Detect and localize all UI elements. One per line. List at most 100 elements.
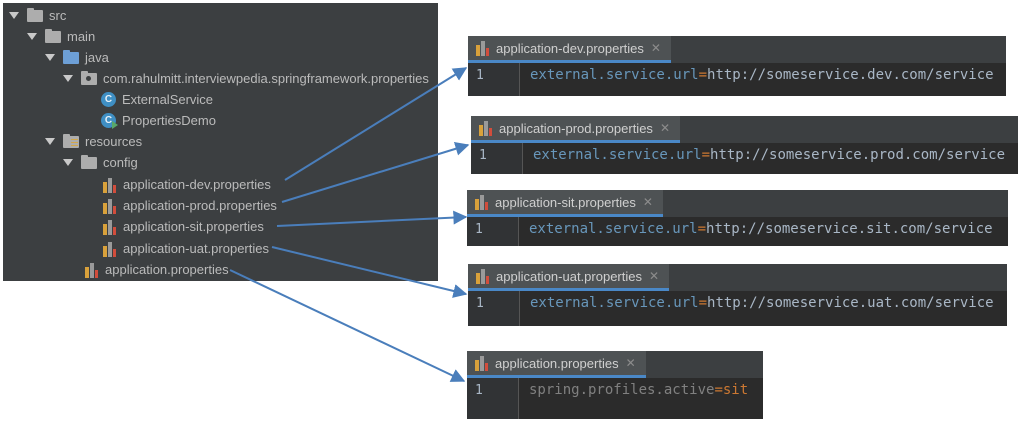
property-equals: =: [698, 295, 708, 311]
tree-label-config: config: [103, 155, 138, 170]
tree-node-package[interactable]: com.rahulmitt.interviewpedia.springframe…: [3, 68, 438, 89]
property-equals: =: [701, 147, 711, 163]
properties-file-icon: [103, 198, 117, 214]
expand-arrow-icon[interactable]: [45, 138, 55, 145]
editor-tab-bar: application-sit.properties ✕: [467, 190, 1008, 217]
editor-application-sit: application-sit.properties ✕ 1 external.…: [467, 190, 1008, 246]
tree-label-main: main: [67, 29, 96, 44]
property-key: external.service.url: [533, 147, 702, 163]
tab-label: application-dev.properties: [496, 40, 644, 56]
expand-arrow-icon[interactable]: [9, 12, 19, 19]
tree-label-resources: resources: [85, 134, 143, 149]
close-icon[interactable]: ✕: [625, 356, 636, 370]
properties-file-icon: [479, 120, 493, 136]
code-line[interactable]: external.service.url=http://someservice.…: [529, 221, 993, 237]
tree-node-src[interactable]: src: [3, 5, 438, 26]
property-value: sit: [722, 382, 749, 398]
package-folder-icon: [81, 70, 97, 85]
properties-file-icon: [103, 177, 117, 193]
arrow-uat-connector: [271, 246, 468, 298]
tab-label: application.properties: [495, 355, 619, 371]
properties-file-icon: [103, 219, 117, 235]
expand-arrow-icon[interactable]: [63, 159, 73, 166]
tree-label-application-sit: application-sit.properties: [123, 219, 264, 234]
property-key: external.service.url: [529, 221, 698, 237]
property-key: external.service.url: [530, 67, 699, 83]
property-key: spring.profiles.active: [529, 382, 715, 398]
close-icon[interactable]: ✕: [642, 195, 653, 209]
line-gutter: [468, 291, 520, 326]
editor-application-uat: application-uat.properties ✕ 1 external.…: [468, 264, 1007, 326]
folder-icon: [81, 154, 97, 169]
editor-tab-bar: application.properties ✕: [467, 351, 763, 378]
folder-icon: [45, 28, 61, 43]
tab-label: application-sit.properties: [495, 194, 636, 210]
tree-node-application[interactable]: application.properties: [3, 259, 438, 280]
tree-label-src: src: [49, 8, 67, 23]
line-gutter: [467, 378, 519, 419]
tree-node-java[interactable]: java: [3, 47, 438, 68]
editor-tab-bar: application-uat.properties ✕: [468, 264, 1007, 291]
line-number: 1: [479, 148, 487, 163]
tree-node-application-sit[interactable]: application-sit.properties: [3, 216, 438, 237]
tree-label-properties-demo: PropertiesDemo: [122, 113, 216, 128]
property-equals: =: [714, 382, 723, 398]
properties-file-icon: [103, 241, 117, 257]
properties-file-icon: [85, 262, 99, 278]
code-line[interactable]: external.service.url=http://someservice.…: [530, 295, 994, 311]
tree-label-package: com.rahulmitt.interviewpedia.springframe…: [103, 71, 429, 86]
source-folder-icon: [63, 49, 79, 64]
property-key: external.service.url: [530, 295, 699, 311]
editor-tab-application-prod[interactable]: application-prod.properties ✕: [471, 116, 680, 143]
property-value: http://someservice.prod.com/service: [710, 147, 1006, 163]
editor-tab-application-uat[interactable]: application-uat.properties ✕: [468, 264, 670, 291]
editor-tab-application-sit[interactable]: application-sit.properties ✕: [467, 190, 663, 217]
runnable-class-icon: C: [101, 113, 118, 129]
property-equals: =: [697, 221, 707, 237]
arrow-sit-connector: [276, 210, 468, 227]
properties-file-icon: [476, 268, 490, 284]
editor-tab-application[interactable]: application.properties ✕: [467, 351, 646, 378]
property-value: http://someservice.uat.com/service: [707, 295, 994, 311]
code-line[interactable]: external.service.url=http://someservice.…: [530, 67, 994, 83]
line-gutter: [467, 217, 519, 246]
properties-file-icon: [475, 355, 489, 371]
editor-tab-bar: application-dev.properties ✕: [468, 36, 1006, 63]
folder-icon: [27, 7, 43, 22]
tree-node-properties-demo[interactable]: C PropertiesDemo: [3, 110, 438, 131]
tree-node-external-service[interactable]: C ExternalService: [3, 89, 438, 110]
java-class-icon: C: [101, 92, 116, 107]
project-tree: src main java com.rahulmitt.interviewped…: [3, 3, 438, 281]
line-number: 1: [476, 68, 484, 83]
arrow-prod-connector: [281, 141, 470, 203]
line-number: 1: [476, 296, 484, 311]
expand-arrow-icon[interactable]: [63, 75, 73, 82]
resources-folder-icon: [63, 133, 79, 148]
tree-label-external-service: ExternalService: [122, 92, 214, 107]
line-number: 1: [475, 222, 483, 237]
editor-tab-application-dev[interactable]: application-dev.properties ✕: [468, 36, 671, 63]
tree-label-java: java: [85, 50, 109, 65]
expand-arrow-icon[interactable]: [45, 54, 55, 61]
code-line[interactable]: spring.profiles.active=sit: [529, 382, 748, 398]
tree-node-main[interactable]: main: [3, 26, 438, 47]
tree-node-resources[interactable]: resources: [3, 131, 438, 152]
close-icon[interactable]: ✕: [648, 269, 660, 283]
code-line[interactable]: external.service.url=http://someservice.…: [533, 147, 1005, 163]
property-value: http://someservice.dev.com/service: [707, 67, 994, 83]
properties-file-icon: [476, 40, 490, 56]
editor-application-prod: application-prod.properties ✕ 1 external…: [471, 116, 1018, 174]
tree-label-application: application.properties: [105, 262, 229, 277]
tree-node-application-dev[interactable]: application-dev.properties: [3, 174, 438, 195]
expand-arrow-icon[interactable]: [27, 33, 37, 40]
arrow-dev-connector: [284, 67, 468, 181]
property-value: http://someservice.sit.com/service: [706, 221, 993, 237]
close-icon[interactable]: ✕: [659, 121, 670, 135]
tree-node-application-prod[interactable]: application-prod.properties: [3, 195, 438, 216]
property-equals: =: [698, 67, 708, 83]
tree-node-config[interactable]: config: [3, 152, 438, 173]
tab-label: application-prod.properties: [499, 120, 653, 136]
close-icon[interactable]: ✕: [650, 41, 661, 55]
tree-node-application-uat[interactable]: application-uat.properties: [3, 238, 438, 259]
